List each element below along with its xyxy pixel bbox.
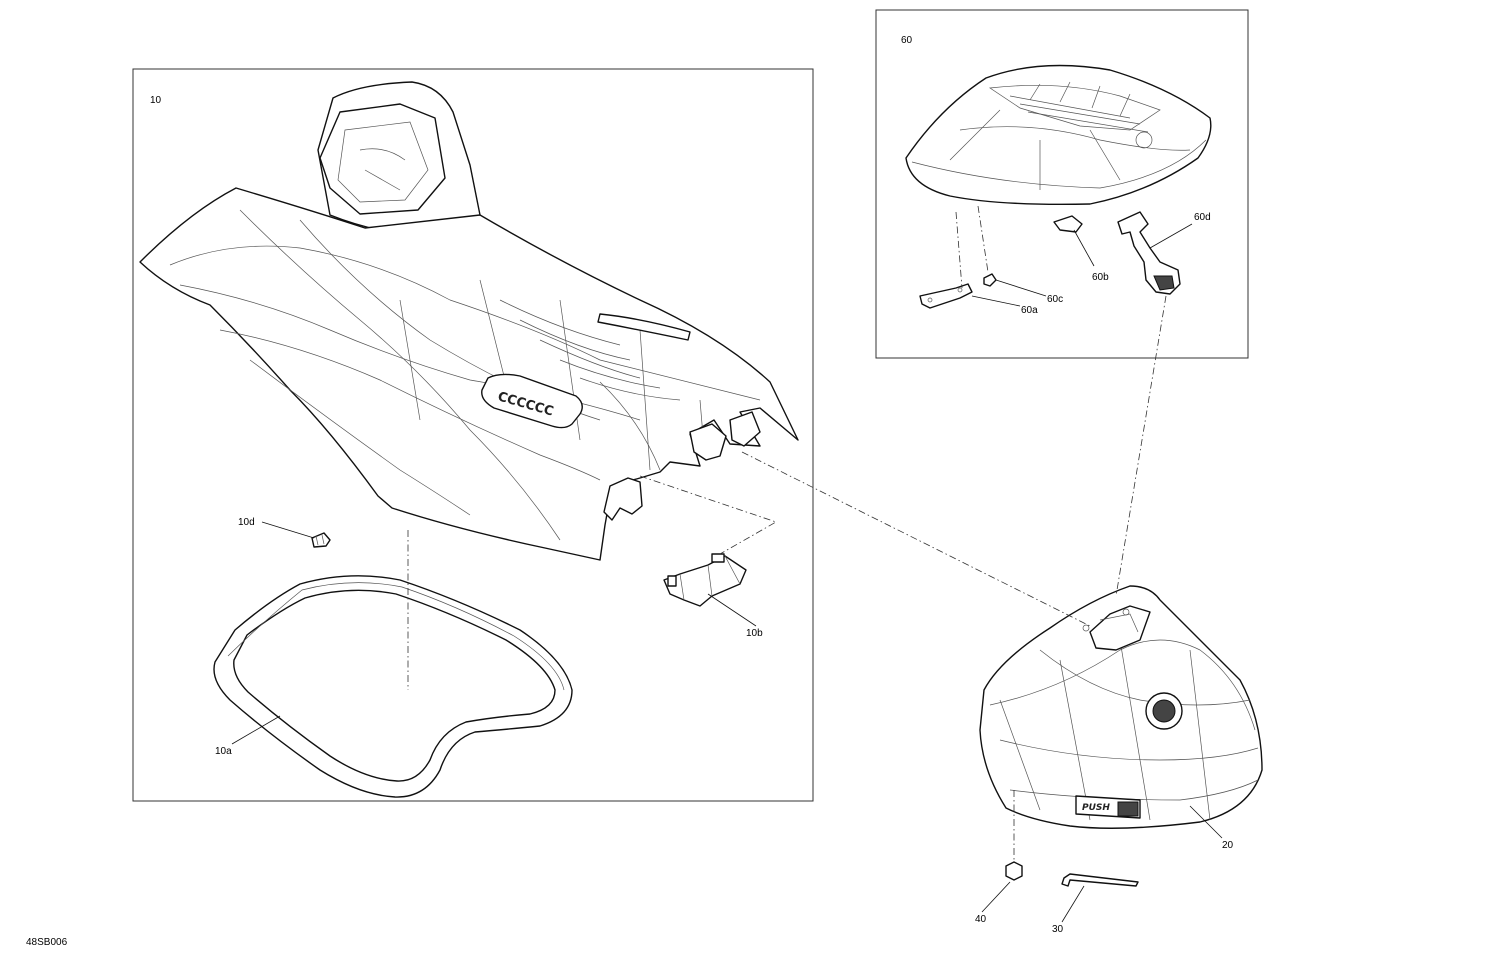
leader-10d: [261, 521, 315, 539]
seat-emblem: [481, 373, 583, 429]
passenger-cushion-group-label: 60: [901, 35, 913, 46]
callout-10a: 10a: [215, 746, 232, 757]
leader-60a: [971, 295, 1021, 307]
storage-cover-20: PUSH: [979, 585, 1263, 829]
bracket-60a: [919, 283, 973, 309]
nut-40: [1005, 861, 1023, 881]
assembly-line-cushion-to-60a: [955, 211, 963, 289]
leader-60b: [1073, 229, 1095, 267]
seat-assembly: CCCCCC: [139, 81, 799, 561]
passenger-cushion-group-frame: [875, 9, 1249, 359]
seat-gasket: [213, 575, 573, 798]
storage-cover-badge-text: PUSH: [1082, 803, 1110, 813]
leader-40: [981, 881, 1011, 913]
seat-hook-left: [603, 477, 643, 521]
callout-40: 40: [975, 914, 987, 925]
callout-10d: 10d: [238, 517, 255, 528]
leader-20: [1189, 805, 1223, 839]
callout-30: 30: [1052, 924, 1064, 935]
assembly-line-cushion-to-60c: [977, 205, 989, 273]
seat-hook-rear: [729, 411, 761, 447]
callout-60b: 60b: [1092, 272, 1109, 283]
latch-strap-60d: [1117, 211, 1181, 295]
assembly-line-seat-to-cover: [741, 451, 1091, 627]
seat-hook-right: [689, 423, 727, 461]
leader-10b: [707, 593, 757, 627]
callout-60a: 60a: [1021, 305, 1038, 316]
seat-gasket-inner: [233, 589, 556, 782]
assembly-line-seat-to-latch: [639, 475, 777, 555]
seat-group-label: 10: [150, 95, 162, 106]
assembly-line-strap-to-cover: [1115, 295, 1167, 597]
callout-60c: 60c: [1047, 294, 1063, 305]
passenger-cushion-body: [905, 64, 1212, 206]
passenger-cushion-logo: [1135, 131, 1153, 149]
callout-20: 20: [1222, 840, 1234, 851]
seat-front-strip: [597, 313, 691, 341]
callout-10b: 10b: [746, 628, 763, 639]
callout-60d: 60d: [1194, 212, 1211, 223]
storage-cover-latch: [1089, 605, 1151, 651]
leader-60d: [1149, 223, 1193, 249]
bracket-60b: [1053, 215, 1083, 233]
diagram-id: 48SB006: [26, 937, 68, 948]
pin-30: [1061, 873, 1139, 887]
seat-body: [139, 187, 799, 561]
nut-60c: [983, 273, 997, 287]
leader-60c: [995, 279, 1047, 297]
latch-10b: [663, 553, 747, 607]
leader-10a: [231, 715, 281, 745]
leader-30: [1061, 885, 1085, 923]
fastener-10d: [311, 532, 331, 548]
seat-group-frame: [132, 68, 814, 802]
passenger-cushion-assembly: [905, 64, 1212, 206]
